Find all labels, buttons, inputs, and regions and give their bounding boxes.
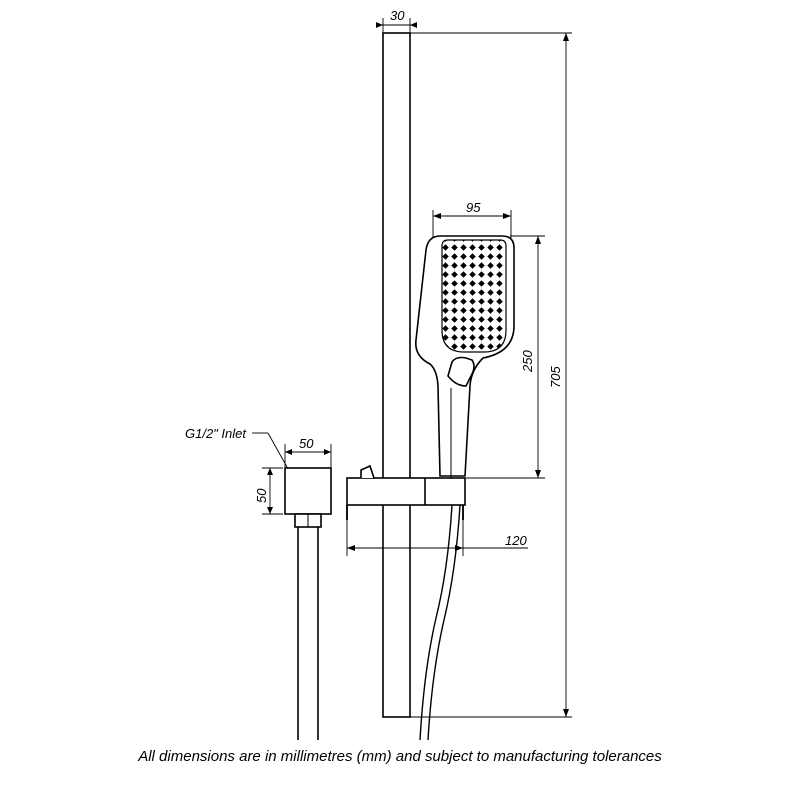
shower-hose [419,504,461,741]
slide-bracket [346,464,466,520]
hand-shower [414,235,515,478]
arrowhead [535,236,541,244]
spray-selector-button [447,356,475,387]
arrowhead [267,507,273,514]
bracket-lever [360,464,375,479]
arrowhead [563,709,569,717]
rail-width-label: 30 [390,8,405,23]
dimension-labels: 30 95 250 705 120 50 50 G1/2" Inlet [185,8,563,548]
outlet-body [284,467,332,515]
rail-length-label: 705 [548,366,563,388]
footer-note: All dimensions are in millimetres (mm) a… [138,748,662,765]
inlet-label: G1/2" Inlet [185,426,247,441]
arrowhead [324,449,331,455]
arrowhead [410,22,417,28]
arrowhead [563,33,569,41]
arrowhead [503,213,511,219]
arrowhead [285,449,292,455]
arrowhead [347,545,355,551]
arrowhead [376,22,383,28]
arrowhead [535,470,541,478]
nozzle-grid [442,240,506,352]
outlet-width-label: 50 [299,436,314,451]
bracket-projection-label: 120 [505,533,527,548]
wall-outlet [284,467,332,740]
slide-rail [382,32,411,718]
outlet-height-label: 50 [254,488,269,503]
arrowhead [433,213,441,219]
inlet-hose [297,527,319,740]
head-width-label: 95 [466,200,481,215]
head-length-label: 250 [520,350,535,373]
arrowhead [267,468,273,475]
